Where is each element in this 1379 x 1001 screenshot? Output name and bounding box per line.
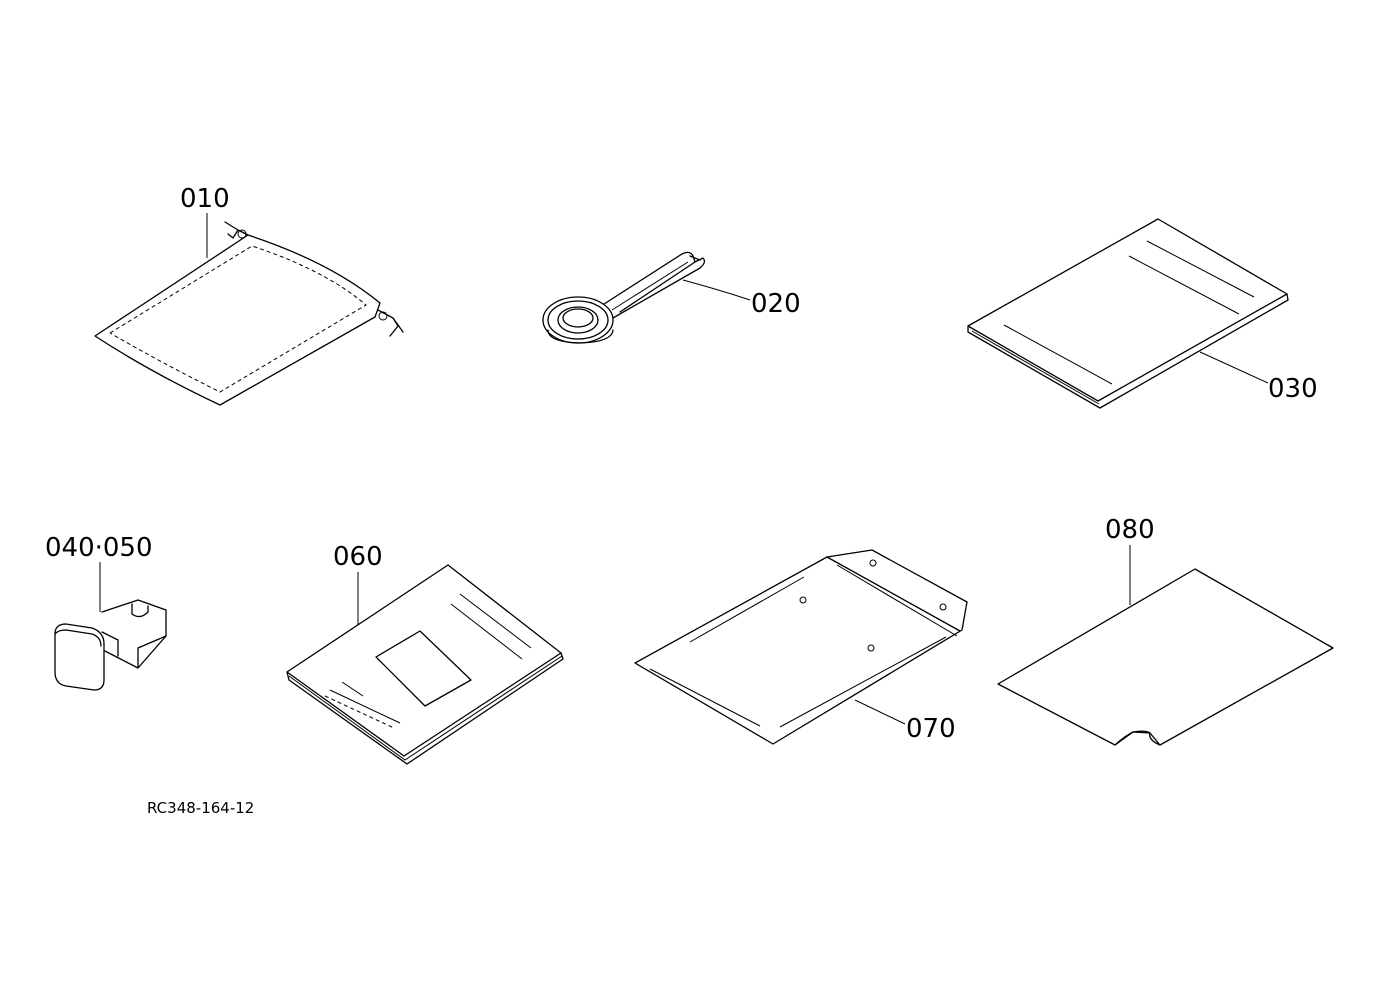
reference-code: RC348-164-12 xyxy=(147,799,254,817)
leader-020 xyxy=(682,279,751,301)
leader-030 xyxy=(1199,351,1269,384)
part-020-wrench xyxy=(542,251,706,344)
part-080-sticker xyxy=(997,568,1334,746)
leader-070 xyxy=(854,699,906,725)
part-070-envelope xyxy=(634,549,968,745)
part-010-bag xyxy=(94,221,404,406)
part-060-booklet xyxy=(286,564,564,765)
callout-060: 060 xyxy=(333,542,383,572)
callout-040-050: 040·050 xyxy=(45,533,153,563)
part-040-050-cap xyxy=(54,599,167,691)
part-030-manual xyxy=(967,218,1289,409)
callout-070: 070 xyxy=(906,714,956,744)
callout-020: 020 xyxy=(751,289,801,319)
callout-010: 010 xyxy=(180,184,230,214)
callout-030: 030 xyxy=(1268,374,1318,404)
callout-080: 080 xyxy=(1105,515,1155,545)
